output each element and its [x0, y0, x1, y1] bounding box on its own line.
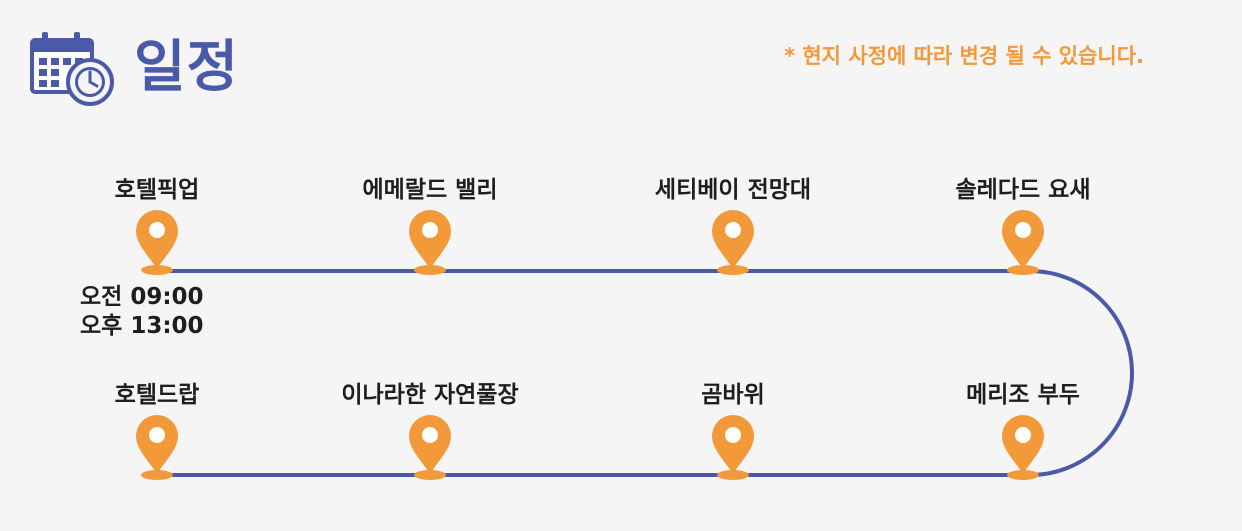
stop-label-setibay-lookout: 세티베이 전망대: [654, 177, 812, 203]
stop-label-bear-rock: 곰바위: [701, 382, 765, 408]
map-pin-icon: [136, 415, 178, 480]
map-pin-icon: [409, 415, 451, 480]
stop-label-inarajan-pool: 이나라한 자연풀장: [341, 382, 519, 408]
map-pin-icon: [136, 210, 178, 275]
map-pin-icon: [1002, 210, 1044, 275]
calendar-clock-icon: [30, 32, 114, 106]
stop-label-merizo-pier: 메리조 부두: [966, 382, 1080, 408]
map-pin-icon: [712, 210, 754, 275]
stop-label-hotel-pickup: 호텔픽업: [114, 177, 200, 203]
map-pin-icon: [409, 210, 451, 275]
page-title: 일정: [134, 35, 240, 100]
stop-label-hotel-drop: 호텔드랍: [114, 382, 200, 408]
notice-text: * 현지 사정에 따라 변경 될 수 있습니다.: [784, 44, 1144, 68]
pickup-time: 오전 09:00: [80, 284, 204, 310]
map-pin-icon: [1002, 415, 1044, 480]
map-pin-icon: [712, 415, 754, 480]
drop-time: 오후 13:00: [80, 313, 204, 339]
stop-label-emerald-valley: 에메랄드 밸리: [362, 177, 498, 203]
stop-label-soledad-fort: 솔레다드 요새: [955, 177, 1091, 203]
schedule-times: 오전 09:00 오후 13:00: [80, 283, 204, 341]
